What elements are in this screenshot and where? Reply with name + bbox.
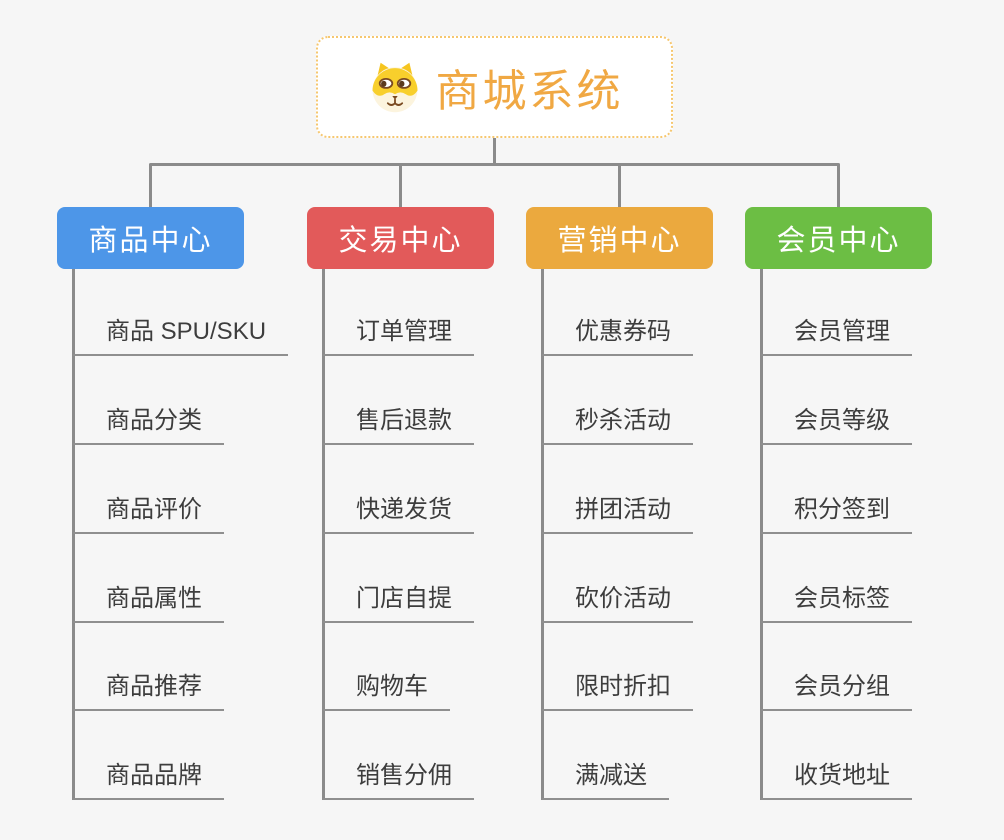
leaf-node[interactable]: 商品评价 bbox=[73, 492, 224, 534]
leaf-node[interactable]: 购物车 bbox=[323, 669, 450, 711]
leaf-column-product: 商品 SPU/SKU 商品分类 商品评价 商品属性 商品推荐 商品品牌 bbox=[57, 269, 297, 803]
leaf-column-trade: 订单管理 售后退款 快递发货 门店自提 购物车 销售分佣 bbox=[307, 269, 547, 803]
branch-box-trade-center[interactable]: 交易中心 bbox=[307, 207, 494, 269]
leaf-node[interactable]: 商品推荐 bbox=[73, 669, 224, 711]
leaf-node[interactable]: 商品品牌 bbox=[73, 758, 224, 800]
branch-trunk-line bbox=[760, 269, 763, 800]
leaf-node[interactable]: 售后退款 bbox=[323, 403, 474, 445]
branch-box-product-center[interactable]: 商品中心 bbox=[57, 207, 244, 269]
branch-label: 商品中心 bbox=[88, 225, 213, 257]
branch-box-marketing-center[interactable]: 营销中心 bbox=[526, 207, 713, 269]
leaf-column-marketing: 优惠券码 秒杀活动 拼团活动 砍价活动 限时折扣 满减送 bbox=[526, 269, 766, 803]
root-title: 商城系统 bbox=[435, 67, 624, 116]
branch-box-member-center[interactable]: 会员中心 bbox=[745, 207, 932, 269]
leaf-node[interactable]: 商品分类 bbox=[73, 403, 224, 445]
leaf-node[interactable]: 会员分组 bbox=[761, 669, 912, 711]
leaf-node[interactable]: 满减送 bbox=[542, 758, 669, 800]
leaf-node[interactable]: 订单管理 bbox=[323, 314, 474, 356]
leaf-node[interactable]: 会员管理 bbox=[761, 314, 912, 356]
branch-trunk-line bbox=[72, 269, 75, 800]
leaf-node[interactable]: 商品属性 bbox=[73, 581, 224, 623]
leaf-node[interactable]: 销售分佣 bbox=[323, 758, 474, 800]
branch-trunk-line bbox=[322, 269, 325, 800]
branch-trunk-line bbox=[541, 269, 544, 800]
leaf-node[interactable]: 拼团活动 bbox=[542, 492, 693, 534]
leaf-node[interactable]: 秒杀活动 bbox=[542, 403, 693, 445]
branch-label: 会员中心 bbox=[776, 225, 901, 257]
leaf-node[interactable]: 限时折扣 bbox=[542, 669, 693, 711]
leaf-node[interactable]: 积分签到 bbox=[761, 492, 912, 534]
shiba-dog-icon bbox=[372, 62, 417, 113]
leaf-node[interactable]: 会员等级 bbox=[761, 403, 912, 445]
leaf-node[interactable]: 快递发货 bbox=[323, 492, 474, 534]
root-node-mall-system[interactable]: 商城系统 bbox=[316, 36, 673, 138]
leaf-node[interactable]: 砍价活动 bbox=[542, 581, 693, 623]
leaf-node[interactable]: 门店自提 bbox=[323, 581, 474, 623]
branch-label: 营销中心 bbox=[557, 225, 682, 257]
branch-label: 交易中心 bbox=[338, 225, 463, 257]
leaf-node[interactable]: 商品 SPU/SKU bbox=[73, 314, 289, 356]
leaf-node[interactable]: 优惠券码 bbox=[542, 314, 693, 356]
leaf-node[interactable]: 收货地址 bbox=[761, 758, 912, 800]
leaf-column-member: 会员管理 会员等级 积分签到 会员标签 会员分组 收货地址 bbox=[745, 269, 985, 803]
leaf-node[interactable]: 会员标签 bbox=[761, 581, 912, 623]
